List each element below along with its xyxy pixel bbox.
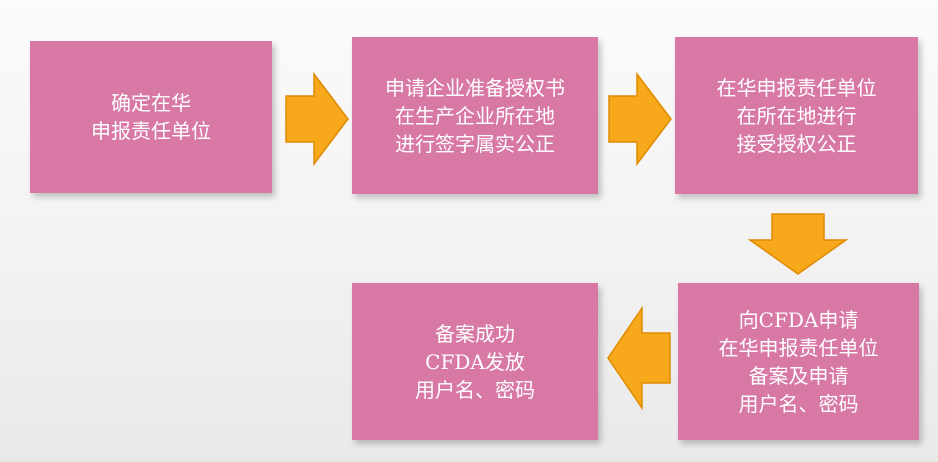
step-1-line-1: 确定在华	[111, 91, 191, 115]
step-5-line-2: CFDA发放	[425, 349, 525, 374]
step-4-line-3: 备案及申请	[748, 363, 849, 388]
step-box-5: 备案成功 CFDA发放 用户名、密码	[352, 283, 598, 440]
step-5-line-3: 用户名、密码	[415, 377, 535, 402]
step-4-line-4: 用户名、密码	[738, 391, 859, 416]
step-box-1: 确定在华 申报责任单位	[30, 41, 272, 193]
step-box-2: 申请企业准备授权书 在生产企业所在地 进行签字属实公正	[352, 37, 598, 194]
arrow-right-icon	[608, 72, 672, 166]
arrow-down-icon	[748, 213, 848, 275]
step-3-line-1: 在华申报责任单位	[716, 75, 877, 100]
step-3-line-2: 在所在地进行	[736, 103, 857, 128]
arrow-right-icon	[285, 72, 349, 166]
step-box-4: 向CFDA申请 在华申报责任单位 备案及申请 用户名、密码	[678, 283, 919, 440]
arrow-left-icon	[607, 306, 671, 410]
step-2-line-2: 在生产企业所在地	[395, 103, 555, 128]
step-4-line-2: 在华申报责任单位	[718, 335, 879, 360]
step-2-line-1: 申请企业准备授权书	[385, 75, 565, 100]
step-4-line-1: 向CFDA申请	[738, 307, 859, 332]
step-5-line-1: 备案成功	[435, 321, 515, 346]
step-2-line-3: 进行签字属实公正	[395, 131, 555, 156]
step-1-line-2: 申报责任单位	[91, 119, 211, 143]
step-box-3: 在华申报责任单位 在所在地进行 接受授权公正	[675, 37, 918, 194]
step-3-line-3: 接受授权公正	[736, 131, 857, 156]
